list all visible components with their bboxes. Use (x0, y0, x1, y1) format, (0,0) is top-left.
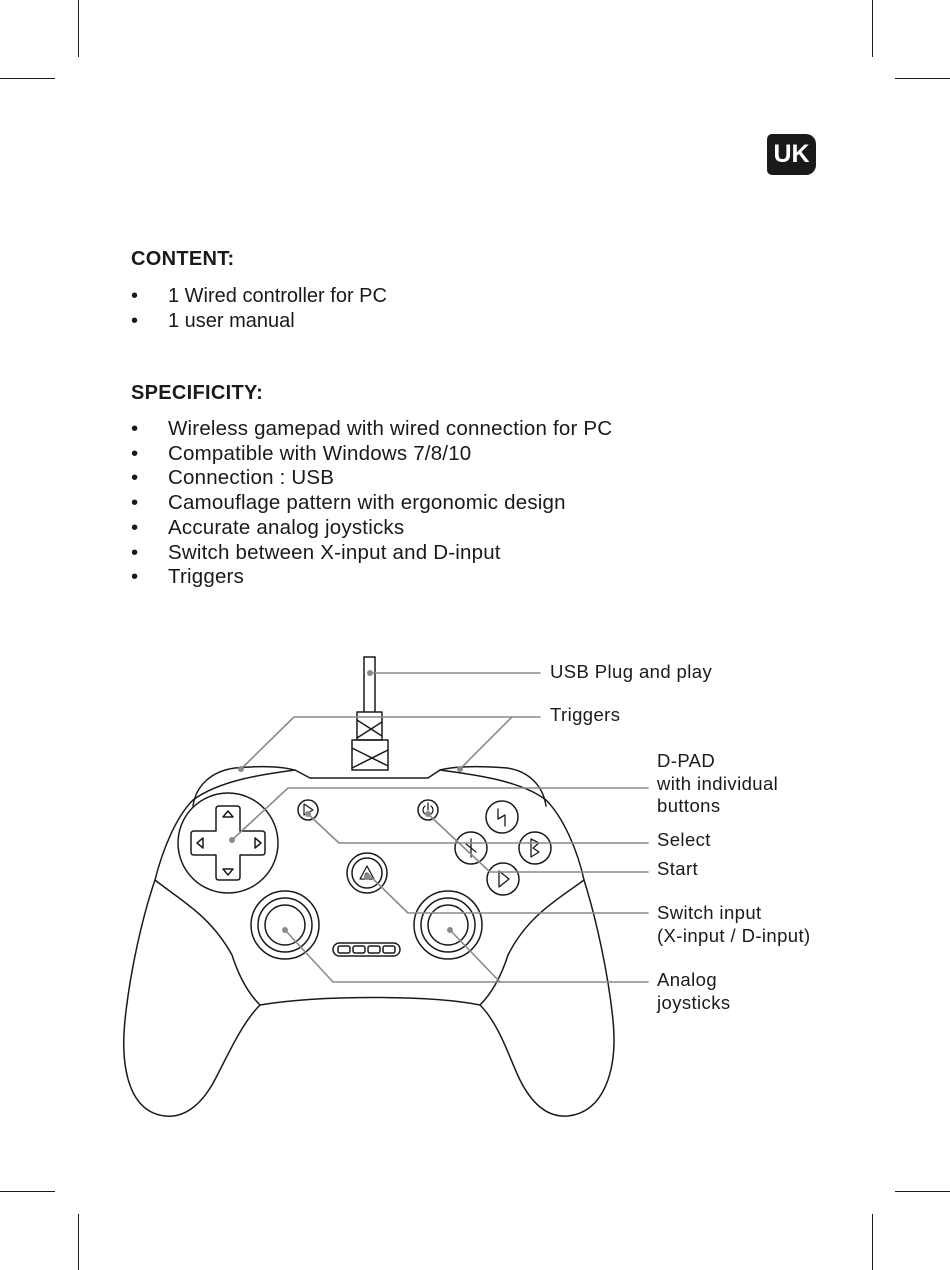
face-button-left[interactable] (454, 831, 488, 865)
face-button-right[interactable] (518, 831, 552, 865)
crop-mark-top-left-vertical (78, 0, 79, 57)
callout-usb-plug: USB Plug and play (550, 661, 713, 682)
crop-mark-top-left-horizontal (0, 78, 55, 79)
face-button-top[interactable] (485, 800, 519, 834)
callout-dpad: D-PAD with individual buttons (657, 750, 779, 817)
list-item: Compatible with Windows 7/8/10 (131, 442, 612, 467)
left-grip-contour (154, 879, 261, 1006)
dpad[interactable] (177, 792, 279, 894)
specificity-heading: SPECIFICITY: (131, 382, 264, 404)
callout-triggers: Triggers (550, 704, 621, 725)
specificity-list: Wireless gamepad with wired connection f… (131, 417, 612, 590)
list-item: Accurate analog joysticks (131, 516, 612, 541)
dpad-left-icon (196, 837, 204, 849)
face-button-bottom[interactable] (486, 862, 520, 896)
list-item: 1 Wired controller for PC (131, 284, 387, 309)
content-heading: CONTENT: (131, 248, 235, 270)
crop-mark-top-right-vertical (872, 0, 873, 57)
dpad-right-icon (254, 837, 262, 849)
crop-mark-bottom-right-horizontal (895, 1191, 950, 1192)
list-item: Wireless gamepad with wired connection f… (131, 417, 612, 442)
list-item: Camouflage pattern with ergonomic design (131, 491, 612, 516)
callout-select: Select (657, 829, 711, 850)
left-trigger (192, 765, 295, 807)
list-item: Switch between X-input and D-input (131, 541, 612, 566)
callout-dots (229, 670, 463, 933)
callout-start: Start (657, 858, 699, 879)
crop-mark-top-right-horizontal (895, 78, 950, 79)
list-item: Triggers (131, 565, 612, 590)
language-badge: UK (767, 134, 816, 175)
callout-switch-input: Switch input (X-input / D-input) (657, 902, 811, 946)
dpad-down-icon (222, 868, 234, 876)
right-grip-contour (479, 879, 585, 1006)
crop-mark-bottom-left-vertical (78, 1214, 79, 1270)
callout-analog-joysticks: Analog joysticks (657, 969, 731, 1013)
dpad-up-icon (222, 810, 234, 818)
crop-mark-bottom-right-vertical (872, 1214, 873, 1270)
list-item: 1 user manual (131, 309, 387, 334)
crop-mark-bottom-left-horizontal (0, 1191, 55, 1192)
content-list: 1 Wired controller for PC 1 user manual (131, 284, 387, 334)
callout-lines (231, 672, 649, 983)
right-joystick[interactable] (413, 890, 483, 960)
usb-cable (351, 656, 389, 771)
list-item: Connection : USB (131, 466, 612, 491)
led-bar (332, 942, 401, 957)
left-joystick[interactable] (250, 890, 320, 960)
